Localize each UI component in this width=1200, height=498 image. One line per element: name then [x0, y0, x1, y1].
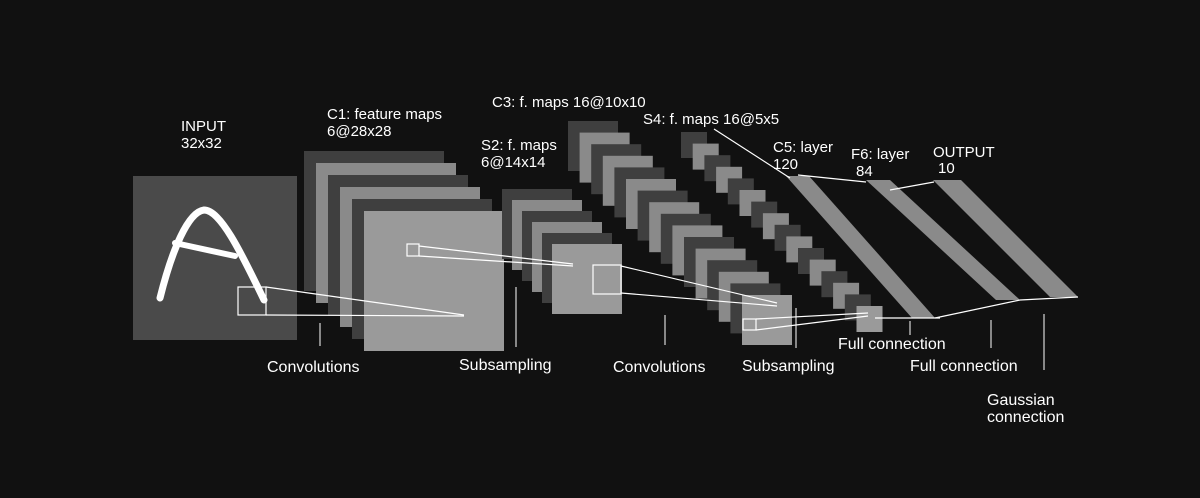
- full1-line-b: [934, 299, 1021, 319]
- output-size-label: 10: [938, 160, 955, 177]
- full2-label: Full connection: [910, 358, 1018, 375]
- full1-label: Full connection: [838, 336, 946, 353]
- c5-label-pointer: [797, 174, 867, 183]
- c1-stack: [304, 151, 504, 351]
- s2-size-label: 6@14x14: [481, 154, 545, 171]
- s2-receptive-field: [592, 264, 622, 295]
- c1-size-label: 6@28x28: [327, 123, 391, 140]
- s2-stack: [502, 189, 622, 314]
- c3-map-16: [742, 295, 792, 345]
- input-square: [133, 176, 297, 340]
- c3-stack: [568, 121, 792, 345]
- c5-size-label: 120: [773, 156, 798, 173]
- input-label: INPUT: [181, 118, 226, 135]
- input-map: [133, 176, 297, 340]
- input-receptive-field: [237, 286, 267, 316]
- c1-label: C1: feature maps: [327, 106, 442, 123]
- c5-band: [786, 176, 935, 318]
- gauss-label-line1: Gaussian: [987, 392, 1055, 409]
- conv2-label: Convolutions: [613, 359, 706, 376]
- input-size-label: 32x32: [181, 135, 222, 152]
- c3-label: C3: f. maps 16@10x10: [492, 94, 646, 111]
- s4-label: S4: f. maps 16@5x5: [643, 111, 779, 128]
- input-letter-a: [156, 206, 268, 304]
- s4-stack: [681, 132, 883, 332]
- conv1-line-bottom: [265, 314, 465, 317]
- full2-line-a: [1019, 296, 1079, 301]
- f6-label: F6: layer: [851, 146, 909, 163]
- sub1-line-top: [418, 245, 574, 265]
- c1-map-6: [364, 211, 504, 351]
- input-letter-a-crossbar: [172, 240, 238, 259]
- sub2-line-top: [755, 312, 869, 320]
- sub2-label: Subsampling: [742, 358, 835, 375]
- c1-receptive-field: [406, 243, 420, 257]
- conv1-line-top: [265, 286, 465, 316]
- s4-receptive-field: [742, 318, 757, 331]
- conv2-line-top: [620, 265, 778, 304]
- output-label: OUTPUT: [933, 144, 995, 161]
- s2-map-6: [552, 244, 622, 314]
- s4-label-pointer: [713, 128, 791, 179]
- operation-ticks: [319, 287, 1045, 370]
- f6-label-pointer: [889, 181, 935, 191]
- sub2-line-bottom: [755, 315, 869, 331]
- s4-map-16: [856, 306, 883, 332]
- conv1-label: Convolutions: [267, 359, 360, 376]
- f6-size-label: 84: [856, 163, 873, 180]
- s2-label: S2: f. maps: [481, 137, 557, 154]
- sub1-label: Subsampling: [459, 357, 552, 374]
- c5-label: C5: layer: [773, 139, 833, 156]
- connection-lines: [265, 128, 1079, 331]
- gauss-label-line2: connection: [987, 409, 1064, 426]
- sub1-line-bottom: [418, 255, 574, 267]
- f6-band: [866, 180, 1020, 300]
- conv2-line-bottom: [620, 292, 778, 307]
- output-band: [933, 180, 1078, 297]
